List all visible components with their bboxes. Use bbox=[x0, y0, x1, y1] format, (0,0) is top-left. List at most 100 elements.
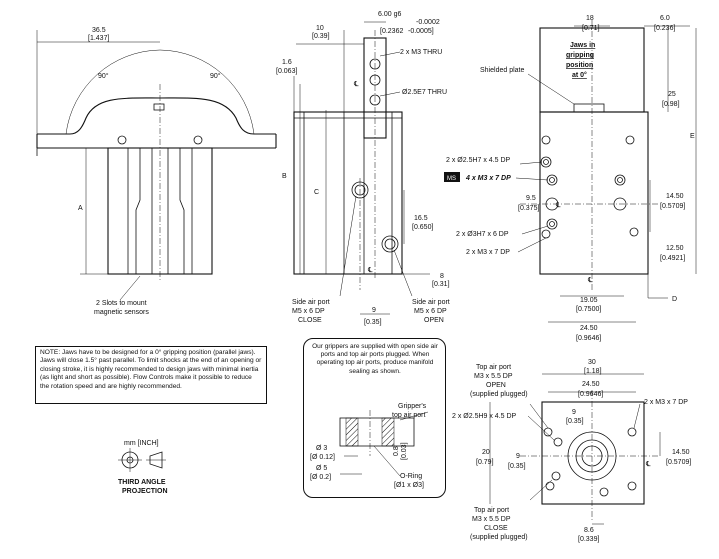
dia-3-inch: [Ø 0.12] bbox=[310, 454, 335, 461]
left-view: 90° 90° 36.5 [1.437] A 2 Slots to mount … bbox=[36, 27, 277, 316]
gripper-top-port-2: top air port bbox=[392, 412, 426, 419]
side-port-close-1: Side air port bbox=[292, 299, 330, 306]
gripper-top-port-1: Gripper's bbox=[398, 403, 427, 410]
supply-detail: Gripper's top air port Ø 3 [Ø 0.12] Ø 5 … bbox=[310, 403, 429, 489]
dim-0-8-inch: [0.03] bbox=[401, 442, 408, 460]
dim-30-inch: [1.18] bbox=[584, 368, 602, 375]
dim-9-b-inch: [0.35] bbox=[508, 463, 526, 470]
dia-5-inch: [Ø 0.2] bbox=[310, 474, 331, 481]
dim-36-5-inch: [1.437] bbox=[88, 35, 109, 42]
top-air-close-4: (supplied plugged) bbox=[470, 534, 528, 541]
dim-19-05-inch: [0.7500] bbox=[576, 306, 601, 313]
ms-badge bbox=[444, 172, 460, 182]
centerline-symbol-2: ℄ bbox=[367, 267, 373, 274]
supply-box bbox=[303, 338, 446, 498]
centerline-symbol-r2: ℄ bbox=[587, 277, 593, 284]
dim-30: 30 bbox=[588, 359, 596, 366]
dim-18: 18 bbox=[586, 15, 594, 22]
centerline-symbol-b: ℄ bbox=[645, 461, 651, 468]
top-air-open-2: M3 x 5.5 DP bbox=[474, 373, 513, 380]
dim-14-50: 14.50 bbox=[666, 193, 684, 200]
dim-B: B bbox=[282, 173, 287, 180]
tol-6g6: 6.00 g6 bbox=[378, 11, 401, 18]
dim-6: 6.0 bbox=[660, 15, 670, 22]
right-view: 18 [0.71] 6.0 [0.236] Jaws in gripping p… bbox=[444, 15, 697, 342]
jaws-note-4: at 0° bbox=[572, 71, 587, 79]
top-air-open-1: Top air port bbox=[476, 364, 511, 371]
dia-5: Ø 5 bbox=[316, 465, 327, 472]
dim-25: 25 bbox=[668, 91, 676, 98]
dim-16-5: 16.5 bbox=[414, 215, 428, 222]
side-port-close-2: M5 x 6 DP bbox=[292, 308, 325, 315]
dim-20: 20 bbox=[482, 449, 490, 456]
projection-label-1: THIRD ANGLE bbox=[118, 479, 166, 486]
tol-lower: -0.0005] bbox=[408, 28, 434, 35]
dim-1-6-inch: [0.063] bbox=[276, 68, 297, 75]
dim-24-50: 24.50 bbox=[580, 325, 598, 332]
bottom-body bbox=[541, 401, 645, 505]
tol-inch: [0.2362 bbox=[380, 28, 403, 35]
dim-12-50: 12.50 bbox=[666, 245, 684, 252]
dim-24-50-b-inch: [0.9646] bbox=[578, 391, 603, 398]
units-legend: mm [INCH] bbox=[124, 440, 159, 447]
top-air-open-4: (supplied plugged) bbox=[470, 391, 528, 398]
centerline-symbol: ℄ bbox=[353, 81, 359, 88]
m3-7dp-b-label: 2 x M3 x 7 DP bbox=[644, 399, 688, 406]
dim-19-05: 19.05 bbox=[580, 297, 598, 304]
dia-2-5e7-label: Ø2.5E7 THRU bbox=[402, 89, 447, 96]
middle-body bbox=[293, 111, 403, 275]
dim-24-50-inch: [0.9646] bbox=[576, 335, 601, 342]
centerline-symbol-r: ℄ bbox=[555, 202, 561, 209]
top-air-close-2: M3 x 5.5 DP bbox=[472, 516, 511, 523]
dim-A: A bbox=[78, 205, 83, 212]
dim-9-b: 9 bbox=[516, 453, 520, 460]
top-air-close-1: Top air port bbox=[474, 507, 509, 514]
dim-16-5-inch: [0.650] bbox=[412, 224, 433, 231]
dim-14-50-inch: [0.5709] bbox=[660, 203, 685, 210]
jaws-note-2: gripping bbox=[566, 52, 594, 59]
dim-0-8: 0.8 bbox=[393, 446, 400, 456]
shielded-plate-label: Shielded plate bbox=[480, 67, 524, 74]
side-port-open-2: M5 x 6 DP bbox=[414, 308, 447, 315]
slots-note-2: magnetic sensors bbox=[94, 309, 149, 316]
dim-1-6: 1.6 bbox=[282, 59, 292, 66]
dim-6-inch: [0.236] bbox=[654, 25, 675, 32]
dia-3: Ø 3 bbox=[316, 445, 327, 452]
dim-8-6: 8.6 bbox=[584, 527, 594, 534]
side-port-close-3: CLOSE bbox=[298, 317, 322, 324]
dim-9-5-inch: [0.375] bbox=[518, 205, 539, 212]
jaws-note-3: position bbox=[566, 62, 593, 69]
dim-10: 10 bbox=[316, 25, 324, 32]
angle-right-label: 90° bbox=[210, 72, 221, 80]
dim-E: E bbox=[690, 133, 695, 140]
slots-note-1: 2 Slots to mount bbox=[96, 300, 147, 307]
top-air-close-3: CLOSE bbox=[484, 525, 508, 532]
side-port-open-3: OPEN bbox=[424, 317, 444, 324]
h9-holes-label: 2 x Ø2.5H9 x 4.5 DP bbox=[452, 413, 517, 420]
middle-view: 10 [0.39] 6.00 g6 -0.0002 [0.2362 -0.000… bbox=[276, 11, 450, 326]
jaws-note-1: Jaws in bbox=[570, 42, 595, 49]
m3-thru-label: 2 x M3 THRU bbox=[400, 49, 442, 56]
dim-9-a-inch: [0.35] bbox=[566, 418, 584, 425]
design-note: NOTE: Jaws have to be designed for a 0° … bbox=[35, 346, 267, 404]
supply-note: Our grippers are supplied with open side… bbox=[312, 343, 438, 375]
projection-symbol: mm [INCH] THIRD ANGLE PROJECTION bbox=[118, 440, 168, 495]
top-air-open-3: OPEN bbox=[486, 382, 506, 389]
dim-8: 8 bbox=[440, 273, 444, 280]
m3-callout: 4 x M3 x 7 DP bbox=[465, 175, 511, 182]
projection-label-2: PROJECTION bbox=[122, 488, 168, 495]
dim-20-inch: [0.79] bbox=[476, 459, 494, 466]
dim-10-inch: [0.39] bbox=[312, 33, 330, 40]
dim-8-6-inch: [0.339] bbox=[578, 536, 599, 543]
left-jaw-arc bbox=[37, 97, 276, 135]
ms-badge-text: MS bbox=[447, 176, 456, 182]
dim-14-50-b: 14.50 bbox=[672, 449, 690, 456]
dim-9-5: 9.5 bbox=[526, 195, 536, 202]
dim-9: 9 bbox=[372, 307, 376, 314]
dim-18-inch: [0.71] bbox=[582, 25, 600, 32]
angle-left-label: 90° bbox=[98, 72, 109, 80]
dim-C: C bbox=[314, 189, 319, 196]
dim-36-5: 36.5 bbox=[92, 27, 106, 34]
oring-1: O-Ring bbox=[400, 473, 422, 480]
